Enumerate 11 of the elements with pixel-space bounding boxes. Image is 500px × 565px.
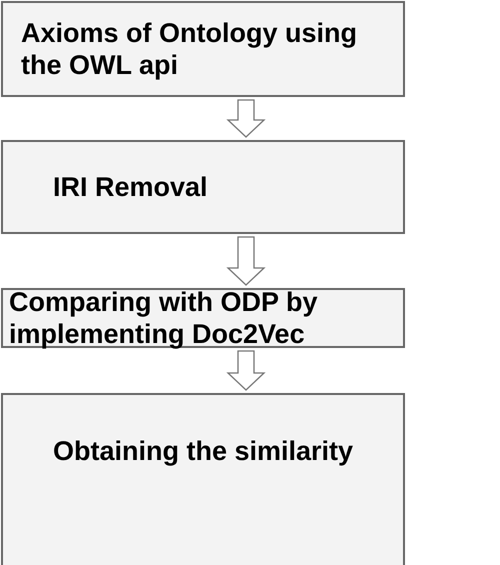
step-text: Comparing with ODP by implementing Doc2Vec	[9, 286, 319, 350]
step-text: Obtaining the similarity	[53, 435, 354, 468]
process-box	[1, 140, 405, 234]
block-arrow	[226, 350, 266, 391]
step-text: Axioms of Ontology using the OWL api	[21, 16, 358, 82]
block-arrow	[226, 236, 266, 286]
process-box	[1, 1, 405, 97]
block-arrow	[226, 99, 266, 138]
process-box	[1, 288, 405, 348]
process-box	[1, 393, 405, 565]
step-text: IRI Removal	[53, 170, 208, 204]
